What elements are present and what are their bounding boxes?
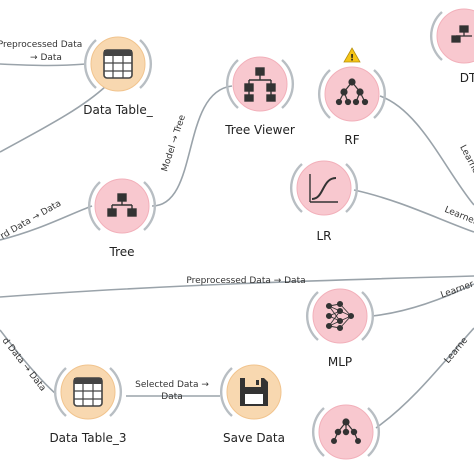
- link-left-to-data-table-3[interactable]: [0, 329, 57, 395]
- node-dt-partial[interactable]: DT: [429, 8, 474, 85]
- node-label: RF: [344, 133, 359, 147]
- link-label-top-preprocessed-1: Preprocessed Data: [0, 40, 82, 50]
- link-bottom-to-right[interactable]: [375, 327, 474, 429]
- link-label-top-preprocessed-2: → Data: [30, 53, 62, 63]
- link-label-learner-3: Learner: [439, 279, 474, 300]
- node-label: Data Table_: [83, 103, 153, 117]
- warning-icon: !: [343, 47, 361, 64]
- logistic-regression-icon: [309, 174, 338, 203]
- node-lr[interactable]: LR: [289, 160, 359, 243]
- node-rf[interactable]: ! RF: [317, 47, 387, 147]
- node-bottom-partial[interactable]: [311, 404, 381, 460]
- node-data-table-top[interactable]: Data Table_: [83, 36, 154, 117]
- table-icon: [73, 377, 103, 407]
- link-label-learner-4: Learne: [443, 335, 471, 365]
- link-label-learner-2: Learner: [443, 205, 474, 227]
- random-forest-icon: [335, 78, 369, 106]
- link-left-to-tree[interactable]: [0, 205, 93, 241]
- tree-viewer-icon: [244, 67, 276, 102]
- node-label: Save Data: [223, 431, 285, 445]
- link-label-left-data: rd Data → Data: [0, 199, 63, 242]
- node-mlp[interactable]: MLP: [305, 288, 375, 369]
- link-label-preprocessed-middle: Preprocessed Data → Data: [186, 276, 305, 286]
- link-left-to-data-table-top[interactable]: [0, 85, 107, 153]
- link-lr-to-right[interactable]: [353, 189, 474, 233]
- link-label-learner-1: Learner: [457, 144, 474, 179]
- floppy-disk-icon: [240, 378, 268, 406]
- link-label-selected-2: Data: [161, 392, 183, 402]
- node-label: LR: [316, 229, 331, 243]
- link-rf-to-right[interactable]: [379, 95, 474, 206]
- links: [0, 63, 474, 429]
- node-tree[interactable]: Tree: [87, 178, 157, 259]
- neural-network-icon: [325, 300, 355, 332]
- node-tree-viewer[interactable]: Tree Viewer: [224, 56, 295, 137]
- node-label: Data Table_3: [49, 431, 126, 445]
- svg-text:!: !: [350, 54, 354, 64]
- tree-icon: [451, 25, 472, 43]
- link-label-bottom-left: d Data → Data: [0, 336, 47, 393]
- node-label: Tree: [108, 245, 134, 259]
- table-icon: [103, 49, 133, 79]
- link-preprocessed-middle[interactable]: [0, 275, 474, 298]
- tree-icon: [107, 193, 137, 217]
- link-tree-to-tree-viewer[interactable]: [151, 85, 233, 207]
- node-label: DT: [460, 71, 474, 85]
- link-label-model-tree: Model → Tree: [160, 113, 188, 173]
- link-mlp-to-right[interactable]: [371, 283, 474, 317]
- link-label-selected-1: Selected Data →: [135, 380, 209, 390]
- node-data-table-3[interactable]: Data Table_3: [49, 364, 127, 445]
- node-label: MLP: [328, 355, 352, 369]
- tree-icon: [331, 418, 362, 445]
- node-save-data[interactable]: Save Data: [219, 364, 285, 445]
- node-label: Tree Viewer: [224, 123, 295, 137]
- link-preprocessed-to-data-table-top[interactable]: [0, 63, 87, 67]
